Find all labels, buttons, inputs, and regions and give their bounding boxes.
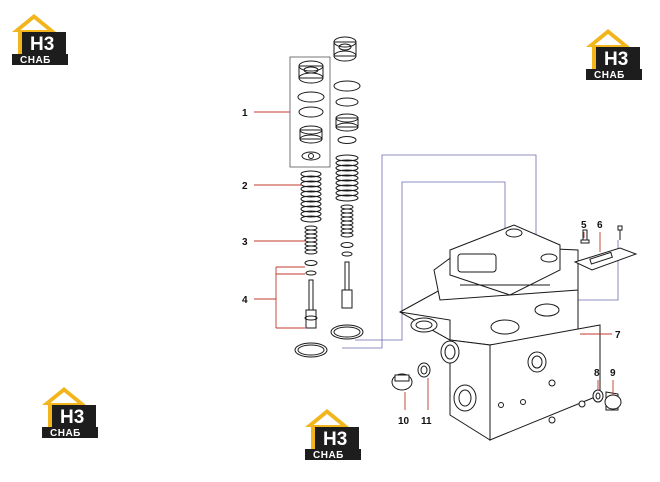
logo-word: СНАБ xyxy=(594,70,625,81)
logo-bottom-center: H3 СНАБ xyxy=(305,409,361,461)
logo-top-right: H3 СНАБ xyxy=(586,29,642,81)
callout-6: 6 xyxy=(597,220,603,231)
logo-letters: H3 xyxy=(60,407,84,428)
logo-word: СНАБ xyxy=(50,428,81,439)
small-parts xyxy=(391,225,638,411)
spool-stack-right xyxy=(330,36,364,340)
callout-3: 3 xyxy=(242,237,248,248)
callout-7: 7 xyxy=(615,330,621,341)
logo-letters: H3 xyxy=(604,49,628,70)
callout-10: 10 xyxy=(398,416,410,427)
logo-word: СНАБ xyxy=(313,450,344,461)
spool-stack-left xyxy=(289,56,331,358)
callout-2: 2 xyxy=(242,181,248,192)
callout-9: 9 xyxy=(610,368,616,379)
callout-labels: 1 2 3 4 5 6 7 8 9 10 11 xyxy=(242,108,621,427)
callout-5: 5 xyxy=(581,220,587,231)
logo-word: СНАБ xyxy=(20,55,51,66)
valve-body xyxy=(398,224,601,441)
leader-lines xyxy=(254,111,614,410)
callout-8: 8 xyxy=(594,368,600,379)
callout-11: 11 xyxy=(421,416,432,427)
logo-letters: H3 xyxy=(323,429,347,450)
logo-bottom-left: H3 СНАБ xyxy=(42,387,98,439)
callout-4: 4 xyxy=(242,295,248,306)
logo-letters: H3 xyxy=(30,34,54,55)
logo-top-left: H3 СНАБ xyxy=(12,14,68,66)
callout-1: 1 xyxy=(242,108,248,119)
